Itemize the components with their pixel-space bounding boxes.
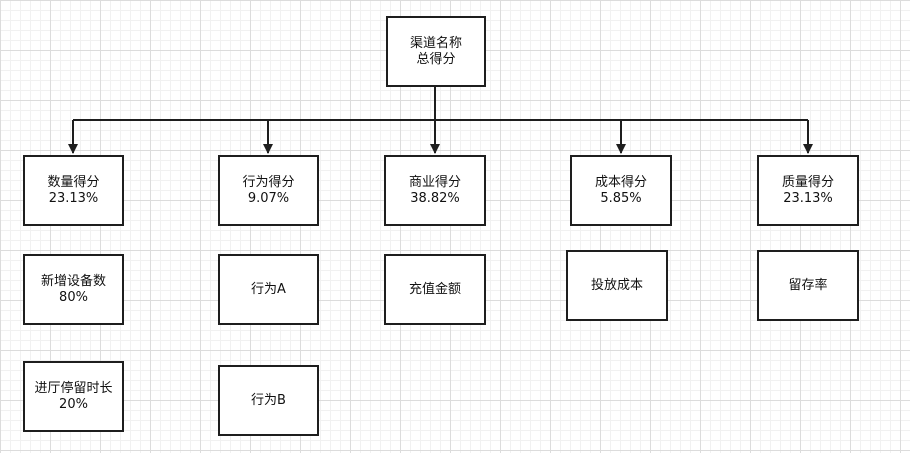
node-new-devices-title: 新增设备数 (40, 273, 106, 289)
node-retention-rate[interactable]: 留存率 (757, 250, 859, 321)
node-quantity-score-title: 数量得分 (47, 174, 100, 190)
node-ad-cost-title: 投放成本 (590, 277, 643, 293)
node-business-score-value: 38.82% (410, 190, 460, 206)
node-cost-score-value: 5.85% (600, 190, 642, 206)
node-recharge-amount[interactable]: 充值金额 (384, 254, 486, 325)
node-quality-score[interactable]: 质量得分 23.13% (757, 155, 859, 226)
node-behavior-a-title: 行为A (251, 281, 286, 297)
node-quality-score-title: 质量得分 (781, 174, 834, 190)
node-hall-dwell-time-value: 20% (59, 396, 88, 412)
node-cost-score[interactable]: 成本得分 5.85% (570, 155, 672, 226)
node-behavior-b[interactable]: 行为B (218, 365, 319, 436)
node-hall-dwell-time[interactable]: 进厅停留时长 20% (23, 361, 124, 432)
node-ad-cost[interactable]: 投放成本 (566, 250, 668, 321)
node-retention-rate-title: 留存率 (788, 277, 828, 293)
node-hall-dwell-time-title: 进厅停留时长 (34, 380, 113, 396)
node-behavior-b-title: 行为B (251, 392, 286, 408)
node-recharge-amount-title: 充值金额 (408, 281, 461, 297)
node-cost-score-title: 成本得分 (594, 174, 647, 190)
root-node-channel-total-score[interactable]: 渠道名称 总得分 (386, 16, 486, 87)
root-node-title: 渠道名称 (409, 35, 462, 51)
node-behavior-score-title: 行为得分 (242, 174, 295, 190)
node-quantity-score-value: 23.13% (48, 190, 99, 206)
node-behavior-score-value: 9.07% (247, 190, 290, 206)
root-node-value: 总得分 (416, 51, 456, 67)
node-business-score-title: 商业得分 (408, 174, 461, 190)
node-behavior-a[interactable]: 行为A (218, 254, 319, 325)
node-business-score[interactable]: 商业得分 38.82% (384, 155, 486, 226)
node-new-devices-value: 80% (59, 289, 88, 305)
node-new-devices[interactable]: 新增设备数 80% (23, 254, 124, 325)
node-behavior-score[interactable]: 行为得分 9.07% (218, 155, 319, 226)
node-quantity-score[interactable]: 数量得分 23.13% (23, 155, 124, 226)
node-quality-score-value: 23.13% (783, 190, 833, 206)
